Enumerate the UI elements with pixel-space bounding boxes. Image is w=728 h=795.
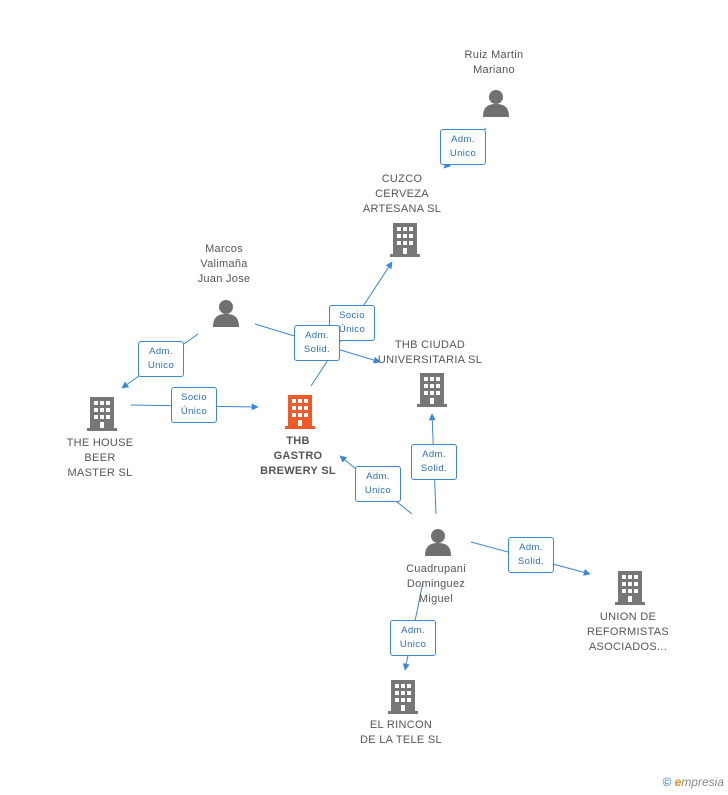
- node-label-ruiz[interactable]: Ruiz Martin Mariano: [464, 49, 524, 76]
- node-label-cuzco[interactable]: CUZCO CERVEZA ARTESANA SL: [362, 173, 442, 215]
- edge-label-ruiz-to-cuzco[interactable]: Adm. Unico: [440, 129, 486, 165]
- person-icon-marcos[interactable]: [213, 300, 239, 327]
- building-icon-rincon[interactable]: [388, 680, 418, 714]
- node-label-house[interactable]: THE HOUSE BEER MASTER SL: [66, 437, 134, 479]
- person-icon-cuadrupani[interactable]: [425, 529, 451, 556]
- brand-initial: e: [674, 775, 682, 789]
- edge-label-cuadrupani-to-thbciudad[interactable]: Adm. Solid.: [411, 444, 457, 480]
- copyright-mark: ©: [662, 775, 672, 789]
- node-label-union[interactable]: UNION DE REFORMISTAS ASOCIADOS...: [587, 611, 669, 653]
- building-icon-thbgastro[interactable]: [285, 395, 315, 429]
- node-label-marcos[interactable]: Marcos Valimaña Juan Jose: [197, 243, 251, 285]
- edge-label-marcos-to-thbciudad[interactable]: Adm. Solid.: [294, 325, 340, 361]
- node-label-thbgastro[interactable]: THB GASTRO BREWERY SL: [260, 435, 336, 477]
- empresia-logo: © empresia: [662, 775, 724, 789]
- edge-label-house-to-thbgastro[interactable]: Socio Único: [171, 387, 217, 423]
- edge-label-marcos-to-house[interactable]: Adm. Unico: [138, 341, 184, 377]
- edge-label-cuadrupani-to-thbgastro[interactable]: Adm. Unico: [355, 466, 401, 502]
- edge-label-cuadrupani-to-rincon[interactable]: Adm. Unico: [390, 620, 436, 656]
- person-icon-ruiz[interactable]: [483, 90, 509, 117]
- building-icon-thbciudad[interactable]: [417, 373, 447, 407]
- node-label-rincon[interactable]: EL RINCON DE LA TELE SL: [360, 719, 442, 746]
- node-label-cuadrupani[interactable]: Cuadrupani Dominguez Miguel: [406, 563, 466, 605]
- building-icon-union[interactable]: [615, 571, 645, 605]
- building-icon-cuzco[interactable]: [390, 223, 420, 257]
- brand-name: mpresia: [681, 775, 724, 789]
- edge-label-cuadrupani-to-union[interactable]: Adm. Solid.: [508, 537, 554, 573]
- node-label-thbciudad[interactable]: THB CIUDAD UNIVERSITARIA SL: [377, 339, 483, 366]
- building-icon-house[interactable]: [87, 397, 117, 431]
